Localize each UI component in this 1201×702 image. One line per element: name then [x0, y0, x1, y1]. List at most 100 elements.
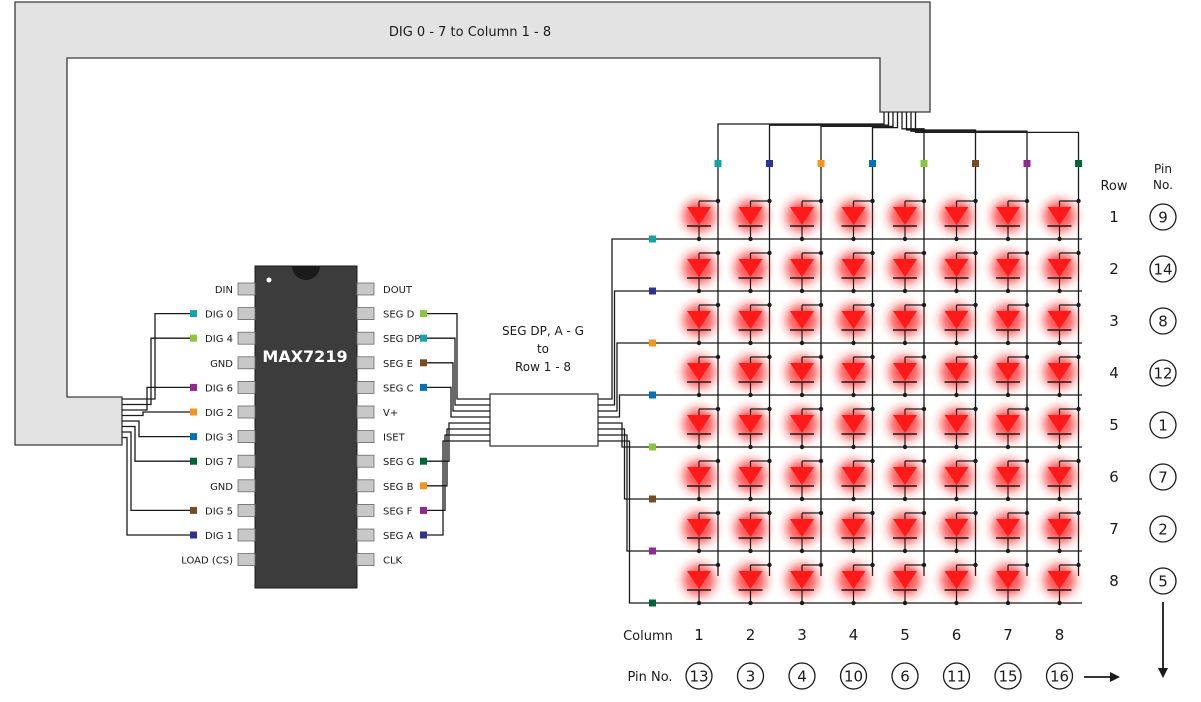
junction-bot-r1c0	[696, 288, 702, 294]
junction-top-r6c4	[921, 510, 927, 516]
column-feed-2	[820, 112, 894, 576]
row-number-3: 4	[1109, 364, 1119, 382]
column-pins-arrowhead	[1110, 672, 1120, 682]
bottom-pin-header: Pin No.	[627, 670, 672, 685]
chip-right-pin-label-9: SEG F	[383, 506, 413, 517]
junction-top-r3c2	[818, 354, 824, 360]
junction-top-r5c5	[973, 458, 978, 464]
chip-right-pin-5	[356, 405, 375, 419]
column-marker-5	[972, 160, 979, 167]
row-pin-4: 1	[1158, 417, 1168, 435]
junction-bot-r1c4	[902, 288, 908, 294]
junction-bot-r2c5	[954, 340, 959, 346]
seg-wire-0	[427, 312, 490, 400]
junction-bot-r0c0	[696, 236, 702, 242]
column-pin-circle-6	[994, 662, 1022, 690]
junction-bot-r0c6	[1005, 236, 1011, 242]
chip-left-pin-label-9: DIG 5	[205, 506, 233, 517]
junction-top-r4c2	[818, 406, 824, 412]
chip-left-pin-label-1: DIG 0	[205, 310, 233, 321]
row-marker-3	[649, 391, 656, 399]
led-r7c3	[841, 571, 866, 589]
row-pin-3: 12	[1153, 365, 1172, 383]
led-r1c1	[738, 259, 763, 277]
row-number-5: 6	[1109, 468, 1119, 486]
junction-bot-r5c7	[1057, 496, 1062, 502]
row-pin-circle-7	[1149, 567, 1177, 595]
junction-top-r4c3	[870, 406, 875, 412]
seg-wires	[427, 312, 490, 536]
led-r2c6	[996, 311, 1020, 329]
led-r4c1	[738, 415, 763, 433]
junction-top-r6c1	[767, 510, 772, 516]
seg-wire-6	[427, 434, 490, 512]
column-pin-7: 16	[1050, 668, 1069, 686]
junction-bot-r5c6	[1005, 496, 1011, 502]
junction-bot-r3c6	[1005, 392, 1011, 398]
column-feed-3	[871, 112, 899, 576]
row-feed-3	[598, 394, 1082, 418]
column-marker-4	[920, 160, 928, 167]
junction-top-r5c7	[1076, 458, 1081, 464]
led-r7c6	[996, 571, 1020, 589]
led-r0c1	[738, 207, 763, 225]
chip-right-pin-0	[356, 282, 375, 296]
junction-top-r6c3	[870, 510, 875, 516]
junction-top-r1c2	[818, 250, 824, 256]
row-pin-circle-0	[1149, 203, 1177, 231]
led-r2c1	[738, 311, 763, 329]
junction-top-r3c4	[921, 354, 927, 360]
led-r4c2	[790, 415, 814, 433]
junction-top-r5c3	[870, 458, 875, 464]
junction-bot-r7c4	[902, 600, 908, 606]
row-marker-2	[649, 339, 656, 347]
row-number-2: 3	[1109, 312, 1119, 330]
junction-bot-r5c0	[696, 496, 702, 502]
row-pin-circle-4	[1149, 411, 1177, 439]
chip-right-pin-marker-10	[420, 531, 427, 539]
chip-right-pin-label-7: SEG G	[383, 457, 414, 468]
column-pin-circle-1	[736, 662, 765, 690]
column-marker-6	[1023, 160, 1031, 167]
led-r0c4	[893, 207, 917, 225]
column-number-4: 5	[900, 626, 910, 644]
junction-bot-r4c6	[1005, 444, 1011, 450]
row-feed-7	[598, 440, 1082, 604]
chip-left-pin-6	[237, 430, 256, 444]
led-r7c0	[687, 571, 711, 589]
junction-bot-r4c1	[748, 444, 753, 450]
junction-top-r1c4	[921, 250, 927, 256]
junction-bot-r1c3	[851, 288, 856, 294]
chip-right-pin-label-11: CLK	[383, 556, 403, 567]
led-r2c2	[790, 311, 814, 329]
junction-top-r0c5	[973, 198, 978, 204]
junction-bot-r7c2	[799, 600, 805, 606]
led-r7c2	[790, 571, 814, 589]
junction-top-r0c7	[1076, 198, 1081, 204]
led-r6c5	[944, 519, 969, 537]
led-r4c5	[944, 415, 969, 433]
junction-bot-r0c5	[954, 236, 959, 242]
dig-wire-6	[122, 431, 190, 512]
led-r3c4	[893, 363, 917, 381]
column-pin-circle-4	[891, 662, 919, 690]
chip-right-pin-marker-8	[420, 482, 427, 490]
junction-top-r7c0	[715, 562, 721, 568]
column-marker-3	[869, 160, 876, 167]
junction-bot-r4c7	[1057, 444, 1062, 450]
column-number-6: 7	[1003, 626, 1013, 644]
chip-left-pin-11	[237, 553, 256, 566]
chip-left-pin-marker-9	[190, 506, 197, 514]
row-pins-arrowhead	[1158, 668, 1168, 678]
chip-left-pin-10	[237, 528, 256, 542]
column-pin-3: 10	[844, 668, 863, 686]
led-r7c4	[893, 571, 917, 589]
row-number-6: 7	[1109, 520, 1119, 538]
led-r1c0	[687, 259, 711, 277]
row-marker-4	[649, 443, 656, 451]
column-marker-0	[714, 160, 722, 167]
column-feed-4	[901, 112, 925, 576]
